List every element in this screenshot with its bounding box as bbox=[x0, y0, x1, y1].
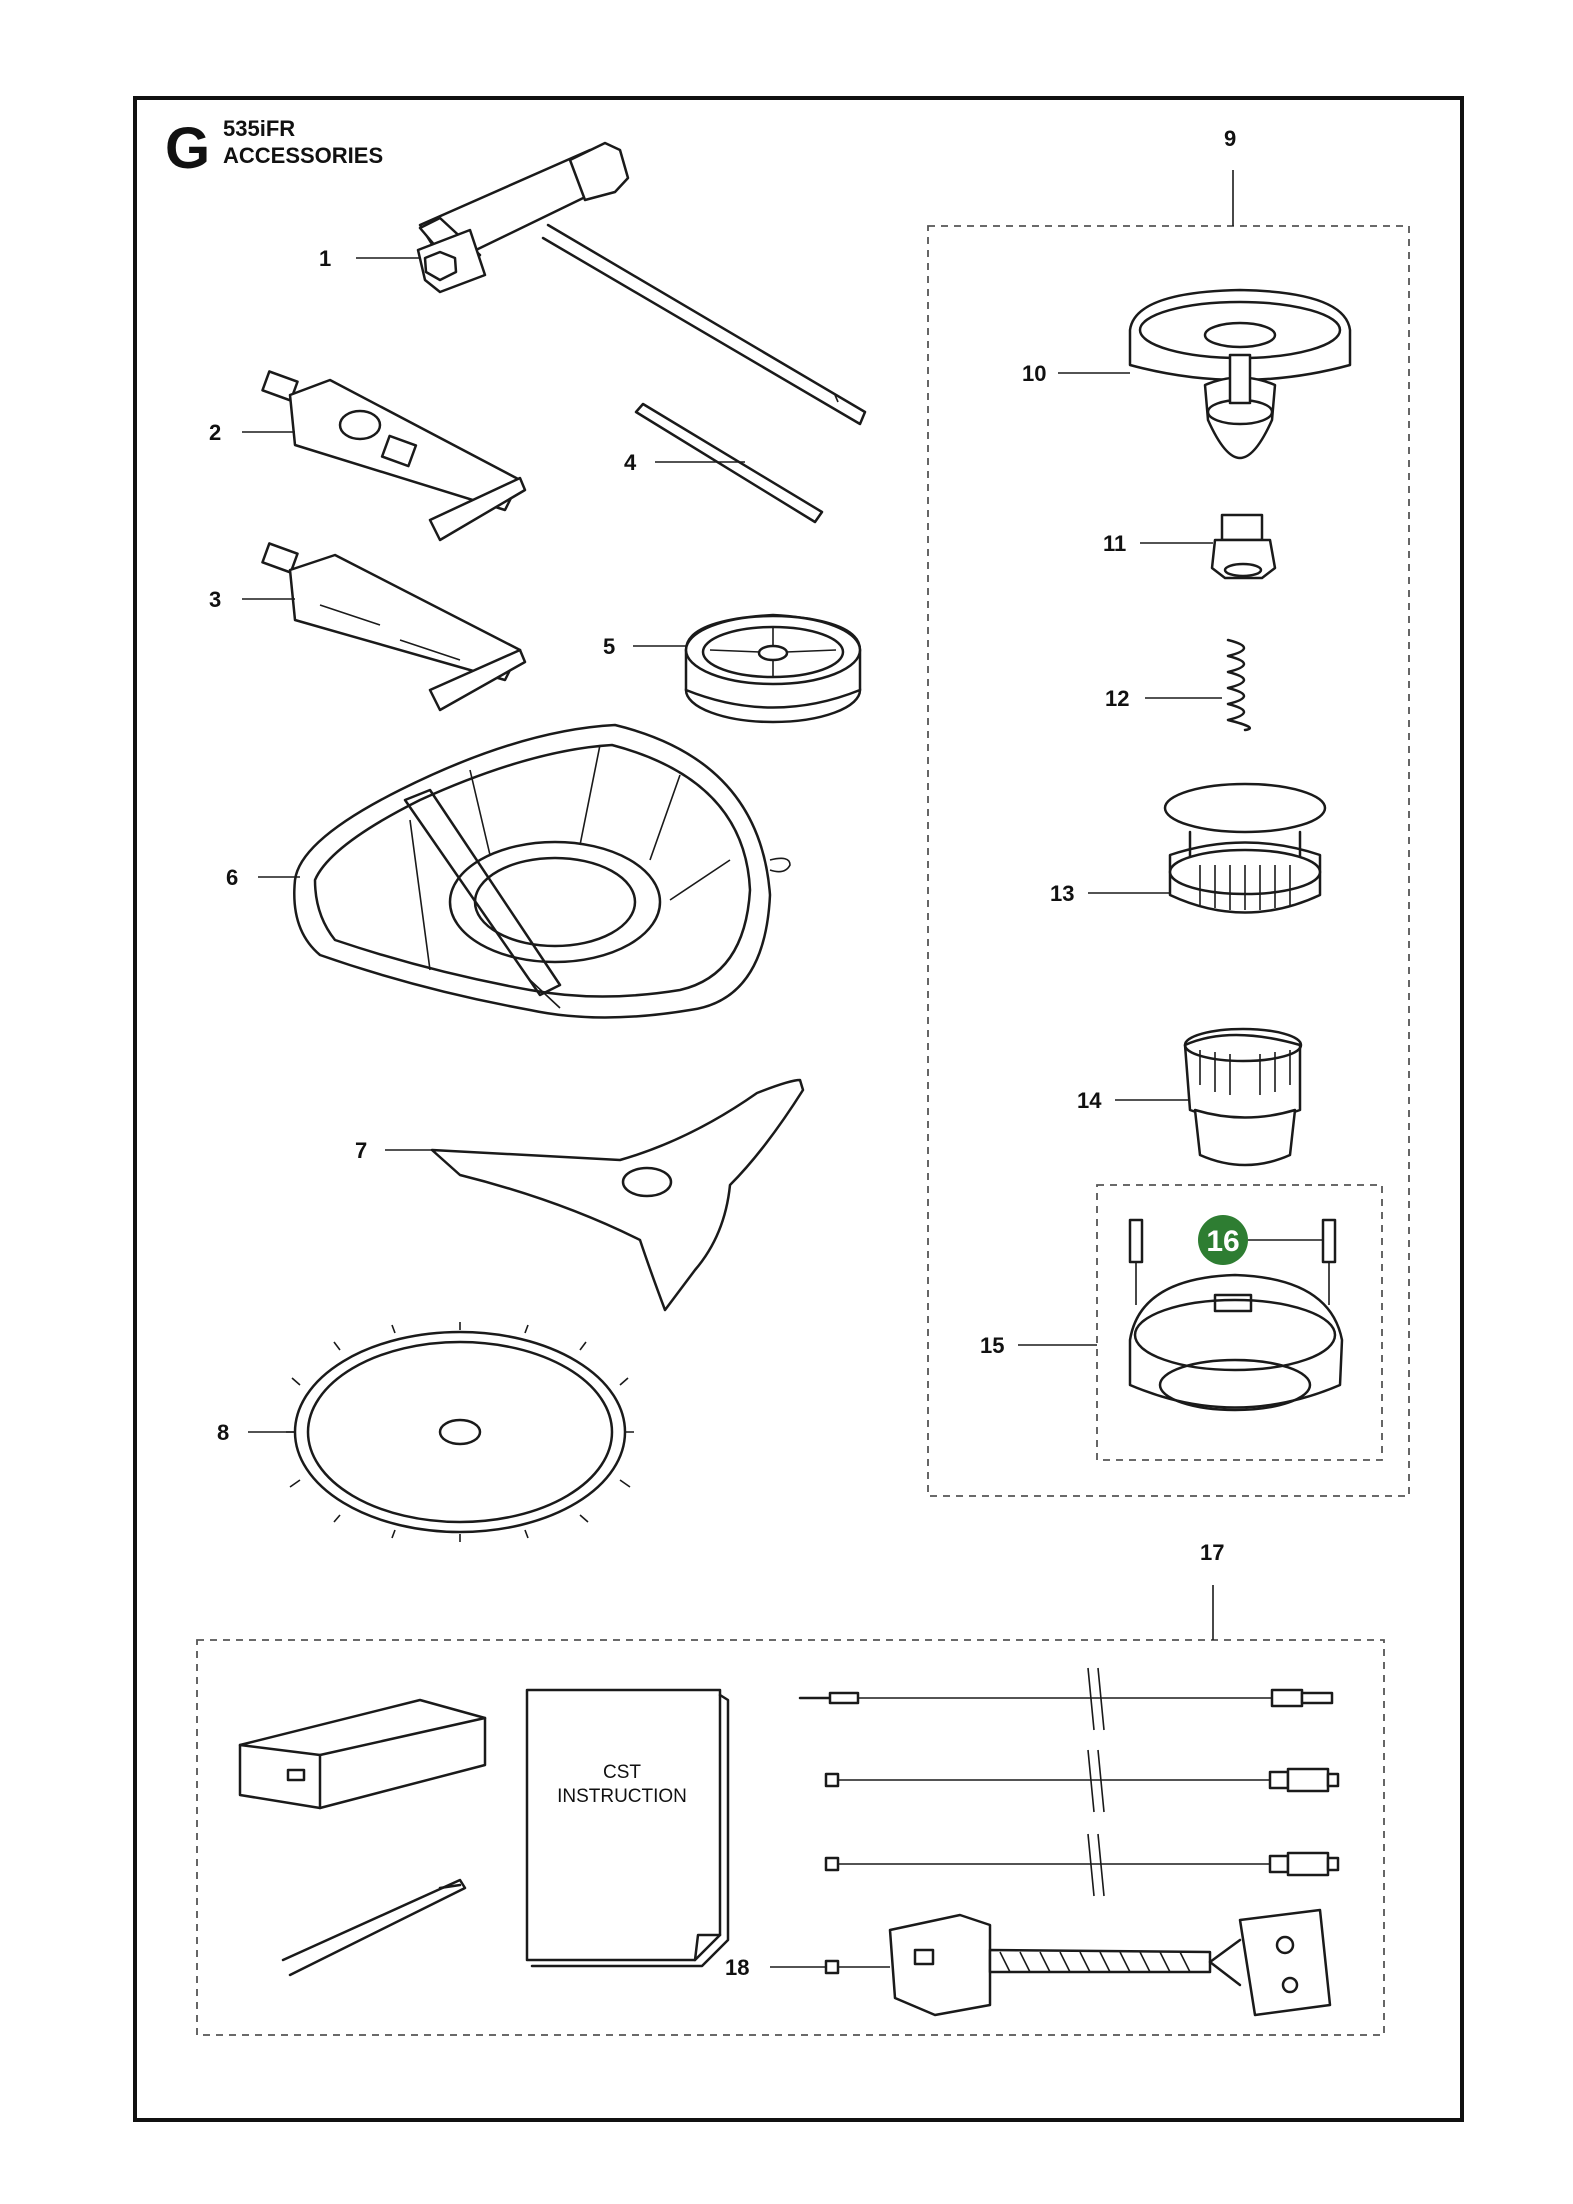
callout-14: 14 bbox=[1077, 1088, 1102, 1113]
callout-4: 4 bbox=[624, 450, 637, 475]
cable-rj-connector bbox=[824, 1749, 1340, 1813]
page-frame bbox=[133, 96, 1464, 2122]
booklet-line-1: CST bbox=[603, 1762, 641, 1783]
callout-17: 17 bbox=[1200, 1540, 1224, 1565]
part-11-hex-nut bbox=[1210, 513, 1277, 580]
part-6-blade-guard bbox=[293, 723, 791, 1019]
part-8-saw-blade bbox=[286, 1322, 634, 1542]
part-4-pin-rod bbox=[634, 402, 824, 524]
callout-2: 2 bbox=[209, 420, 221, 445]
section-title: ACCESSORIES bbox=[223, 143, 383, 168]
callout-11: 11 bbox=[1103, 531, 1126, 556]
section-letter: G bbox=[165, 116, 210, 181]
callout-6: 6 bbox=[226, 865, 238, 890]
part-1-combination-wrench bbox=[416, 141, 867, 426]
callout-9: 9 bbox=[1224, 126, 1236, 151]
callout-16: 16 bbox=[1206, 1225, 1239, 1258]
model-name: 535iFR bbox=[223, 116, 295, 141]
cable-rj-connector-2 bbox=[824, 1833, 1340, 1897]
callout-1: 1 bbox=[319, 246, 331, 271]
part-15-cover bbox=[1128, 1218, 1344, 1412]
part-2-grease-tube bbox=[261, 370, 527, 542]
callout-10: 10 bbox=[1022, 361, 1046, 386]
group-17-cst-kit bbox=[196, 1639, 1385, 2036]
callout-12: 12 bbox=[1105, 686, 1129, 711]
callout-16-badge bbox=[1198, 1215, 1248, 1265]
part-5-support-cup bbox=[684, 613, 862, 724]
cst-instruction-booklet[interactable]: CST INSTRUCTION bbox=[525, 1688, 730, 1968]
callout-15: 15 bbox=[980, 1333, 1004, 1358]
callout-8: 8 bbox=[217, 1420, 229, 1445]
callout-3: 3 bbox=[209, 587, 221, 612]
part-7-grass-blade bbox=[430, 1078, 805, 1312]
cst-interface-box bbox=[238, 1698, 487, 1810]
tweezers bbox=[281, 1878, 467, 1977]
part-18-wiring-harness bbox=[824, 1908, 1332, 2017]
group-15-cover-kit bbox=[1096, 1184, 1383, 1461]
part-10-trimmer-head-base bbox=[1128, 288, 1352, 460]
cable-usb bbox=[798, 1667, 1334, 1731]
part-14-tap-knob bbox=[1183, 1027, 1303, 1167]
callout-16-highlight[interactable]: 16 bbox=[1198, 1215, 1323, 1265]
part-13-spool bbox=[1163, 782, 1327, 914]
booklet-line-2: INSTRUCTION bbox=[557, 1786, 687, 1807]
callout-13: 13 bbox=[1050, 881, 1074, 906]
part-12-spring bbox=[1226, 638, 1251, 732]
group-9-trimmer-head-kit bbox=[927, 225, 1410, 1497]
callout-5: 5 bbox=[603, 634, 615, 659]
callout-18: 18 bbox=[725, 1955, 749, 1980]
callout-7: 7 bbox=[355, 1138, 367, 1163]
part-3-grease-tube bbox=[261, 542, 527, 712]
